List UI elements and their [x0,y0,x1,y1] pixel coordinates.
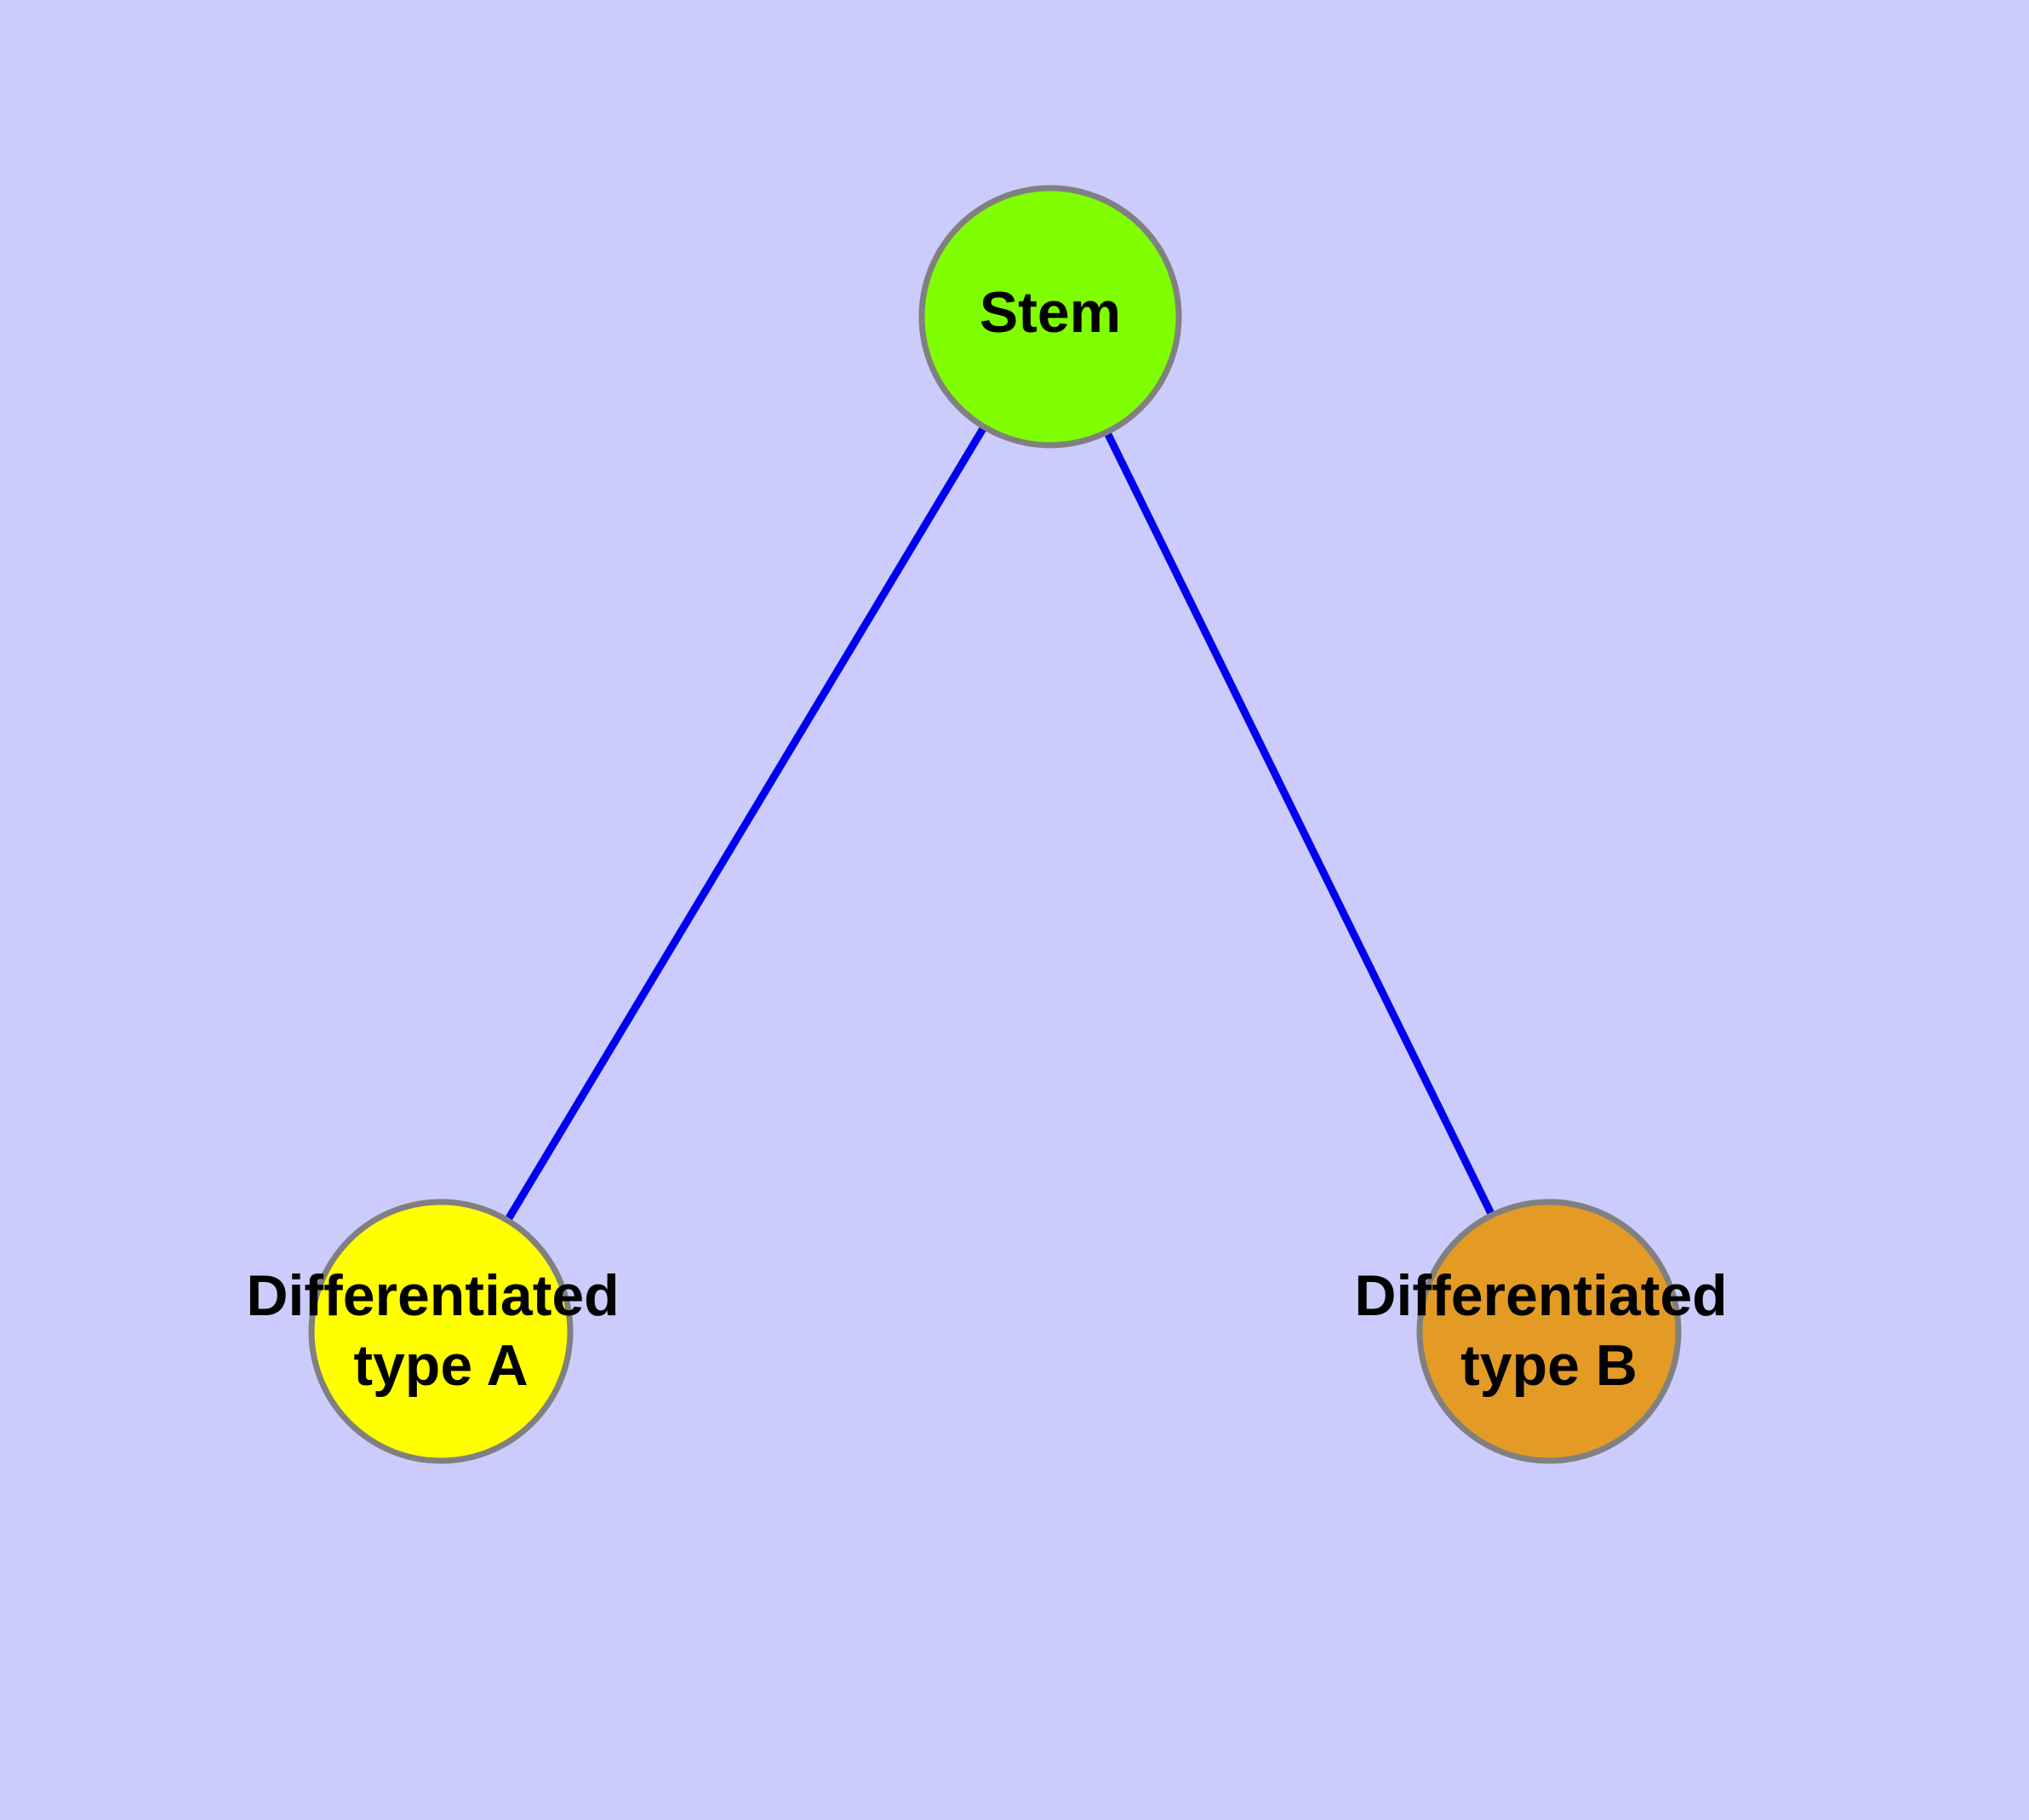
node-differentiated-type-a-label-line-2: type A [353,1333,528,1398]
edge-stem-to-differentiated-type-b[interactable] [1046,315,1553,1333]
node-differentiated-type-b[interactable]: Differentiated type B [1354,1199,1743,1464]
node-stem[interactable]: Stem [918,185,1182,449]
node-stem-circle[interactable] [918,185,1182,449]
node-differentiated-type-a-label: Differentiated type A [246,1263,635,1398]
node-differentiated-type-b-label: Differentiated type B [1354,1263,1743,1398]
nodes-group: Stem Differentiated type A Differentiate… [246,185,1743,1464]
edges-group [437,314,1553,1334]
node-differentiated-type-b-label-line-2: type B [1460,1333,1637,1398]
node-differentiated-type-b-label-line-1: Differentiated [1354,1263,1727,1328]
node-differentiated-type-a[interactable]: Differentiated type A [246,1199,635,1464]
edge-stem-to-differentiated-type-a[interactable] [437,314,1054,1334]
node-stem-label: Stem [980,280,1121,345]
node-differentiated-type-a-circle[interactable] [308,1199,574,1464]
node-differentiated-type-b-circle[interactable] [1416,1199,1682,1464]
node-differentiated-type-a-label-line-1: Differentiated [246,1263,619,1328]
